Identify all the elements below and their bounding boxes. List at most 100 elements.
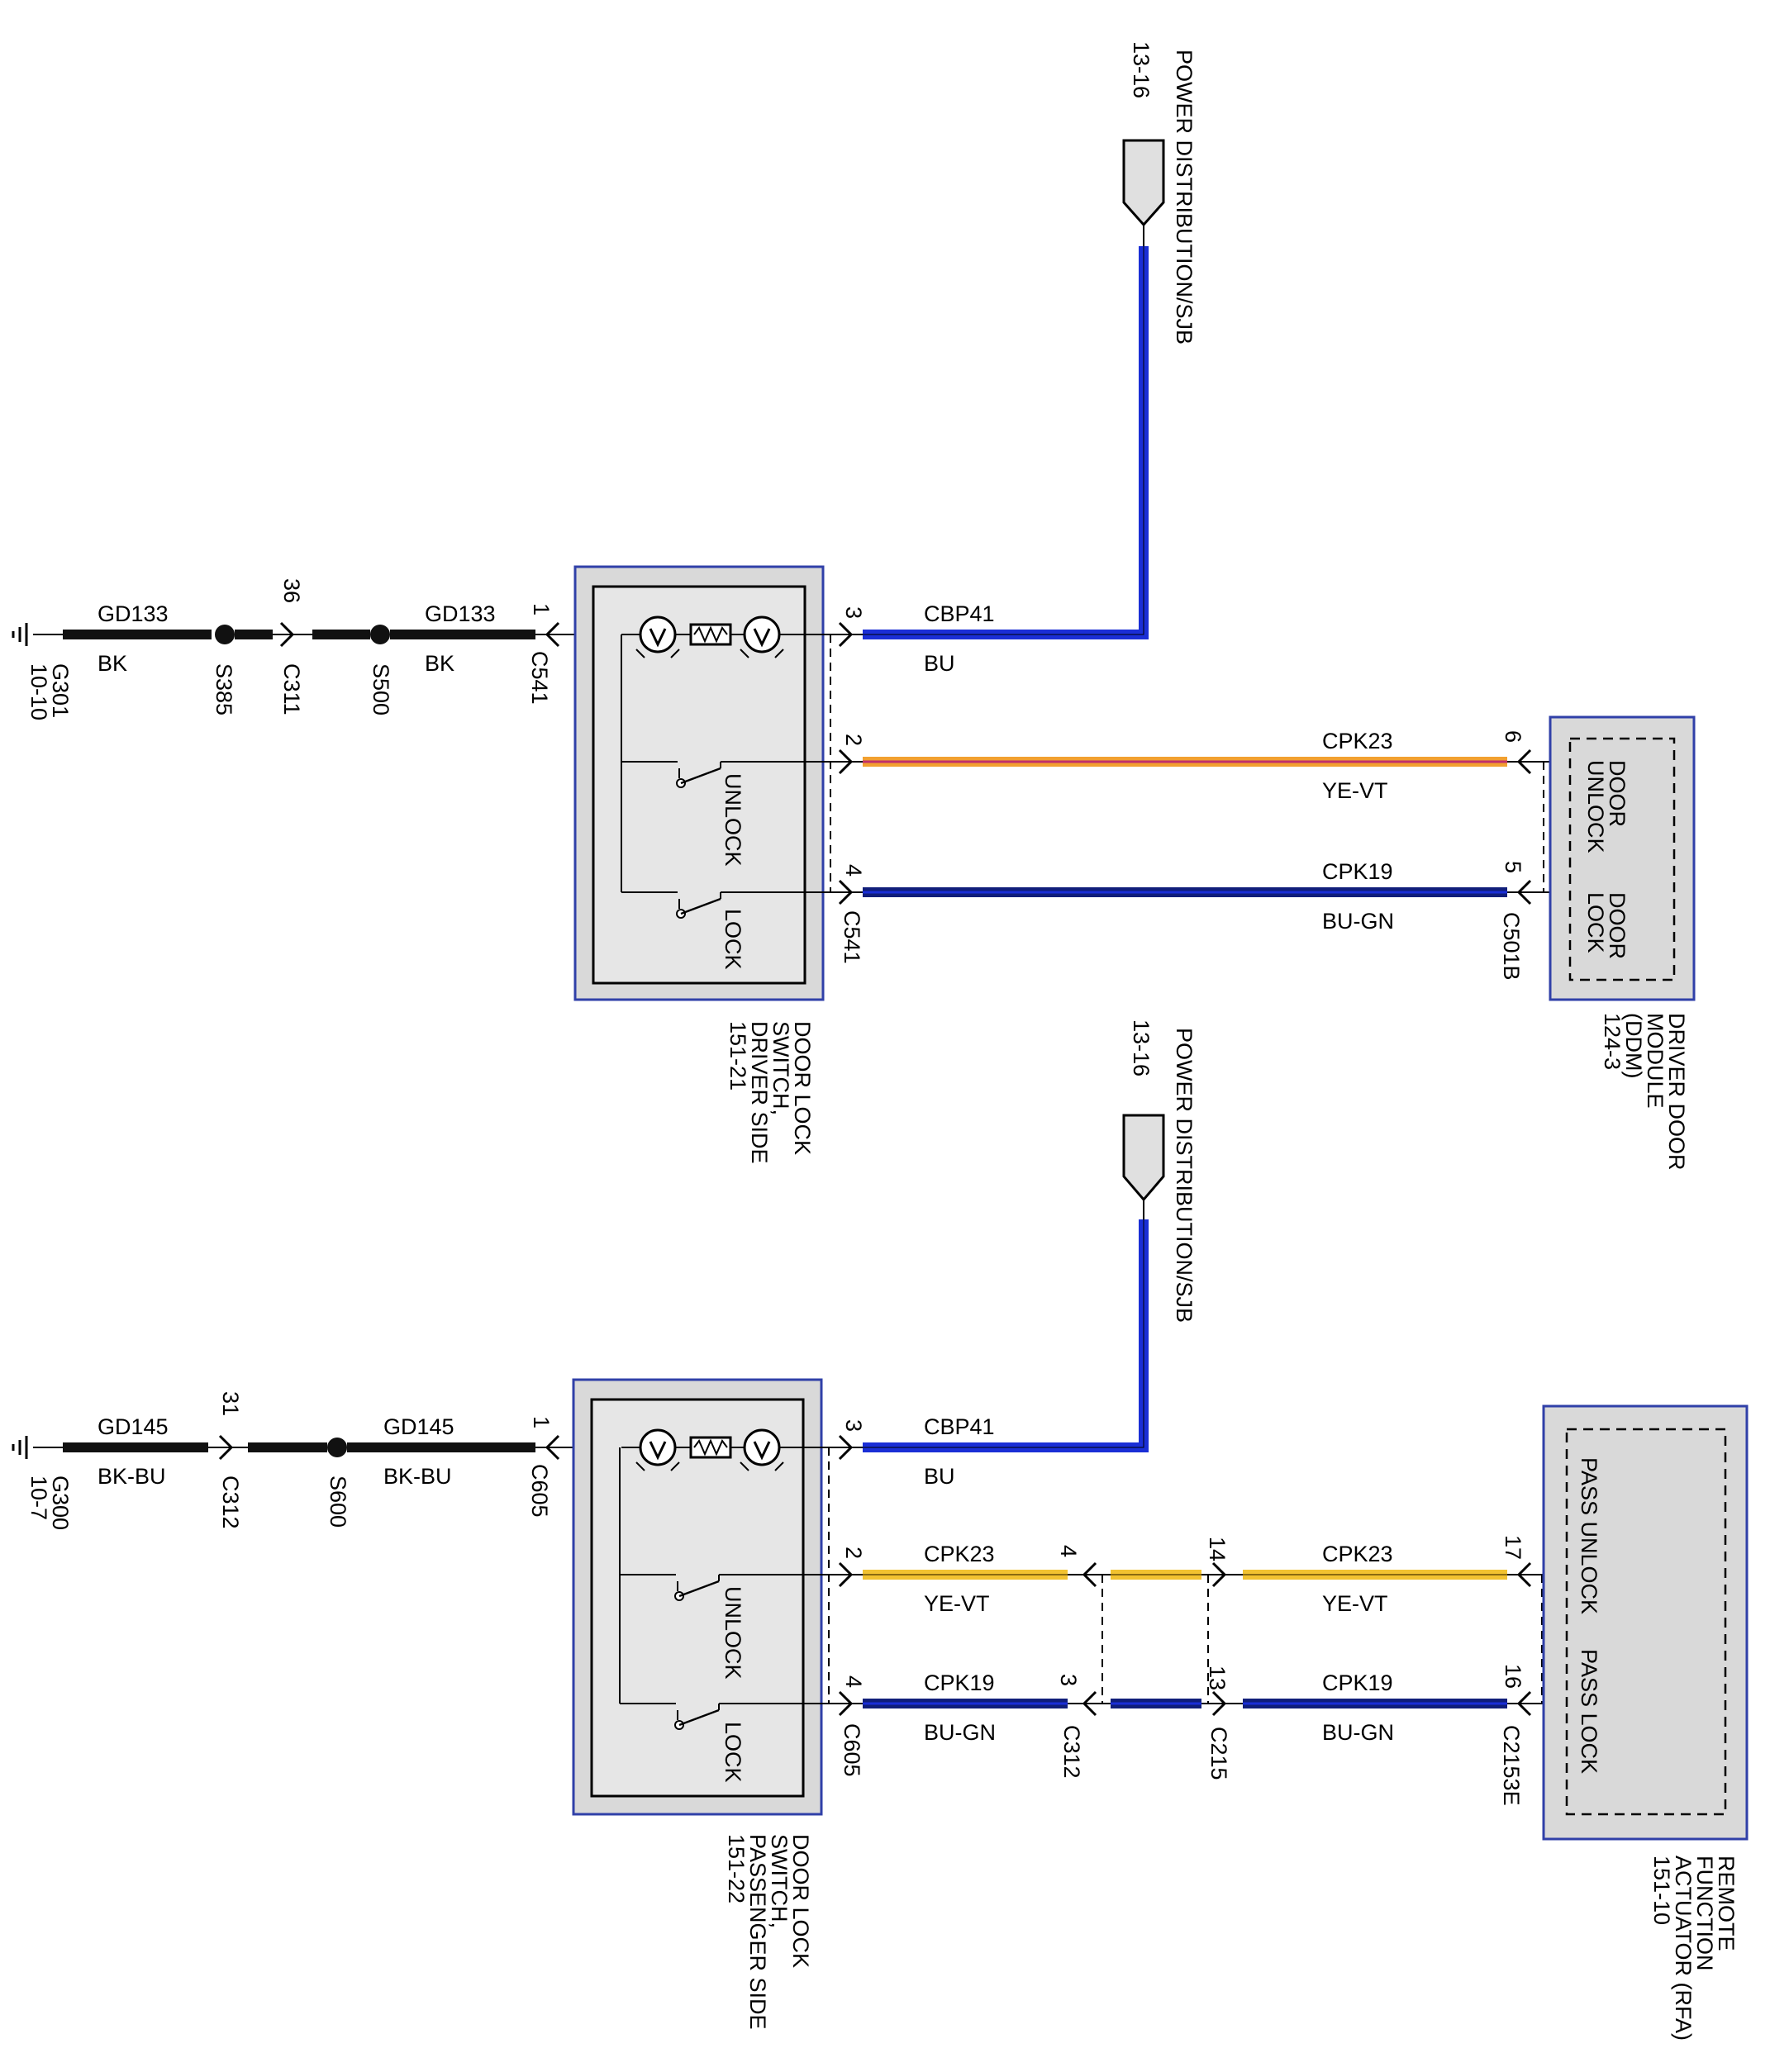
top-splice-2-label: S500: [369, 663, 393, 715]
top-power-wire: [863, 246, 1149, 639]
top-splice-1-label: S385: [212, 663, 236, 715]
top-module-pin-unlock: 6: [1501, 730, 1525, 743]
bottom-module-label-3: ACTUATOR (RFA): [1671, 1856, 1696, 2041]
top-inline-connector: C311 36: [273, 578, 312, 715]
bottom-inline-connector: C312 31: [208, 1391, 248, 1529]
top-splice-2: [370, 625, 390, 644]
bottom-lock-wire-2-circuit: CPK19: [1322, 1670, 1393, 1695]
bottom-remote-function-actuator: PASS UNLOCK PASS LOCK: [1542, 1404, 1749, 1841]
bottom-module-label-4: 151-10: [1649, 1856, 1674, 1925]
bottom-power-wire-color: BU: [924, 1464, 955, 1489]
top-door-lock-switch: UNLOCK LOCK: [573, 565, 840, 1001]
bottom-connector-c215: 14 13 C215: [1201, 1537, 1243, 1780]
bottom-switch-label-2: SWITCH,: [767, 1834, 792, 1928]
top-switch-pin-ground: 1: [529, 603, 554, 615]
top-power-wire-circuit: CBP41: [924, 601, 995, 626]
top-module-unlock-2: UNLOCK: [1583, 760, 1608, 853]
bottom-module-label-2: FUNCTION: [1692, 1856, 1717, 1970]
top-module-label-2: MODULE: [1643, 1013, 1668, 1109]
bottom-splice: [327, 1438, 347, 1457]
bottom-inline-connector-id: C312: [218, 1476, 243, 1529]
top-switch-connector-left: C541: [527, 651, 552, 705]
bottom-switch-pin-lock: 4: [841, 1675, 866, 1688]
bottom-inline-connector-pin: 31: [218, 1391, 243, 1416]
bottom-splice-label: S600: [326, 1476, 350, 1528]
top-module-lock-2: LOCK: [1583, 892, 1608, 953]
bottom-module-label-1: REMOTE: [1714, 1856, 1739, 1951]
bottom-gnd-wire-2-color: BK-BU: [383, 1464, 452, 1489]
top-switch-label-3: DRIVER SIDE: [747, 1021, 772, 1164]
bottom-gnd-wire-1-circuit: GD145: [98, 1414, 169, 1439]
top-driver-door-module: DOOR UNLOCK DOOR LOCK: [1549, 715, 1696, 1001]
top-unlock-wire-color: YE-VT: [1322, 778, 1388, 803]
top-unlock-wire-circuit: CPK23: [1322, 729, 1393, 753]
bottom-c215-id: C215: [1206, 1727, 1231, 1780]
bottom-circuit: POWER DISTRIBUTION/SJB 13-16 CBP41 BU G3…: [12, 1019, 1749, 2041]
top-splice-1: [215, 625, 235, 644]
top-ground: G301 10-10: [12, 621, 73, 720]
top-module-label-4: 124-3: [1600, 1013, 1625, 1070]
bottom-module-connector: C2153E: [1499, 1725, 1524, 1806]
bottom-unlock-wire-1-circuit: CPK23: [924, 1542, 995, 1566]
top-switch-unlock: UNLOCK: [721, 773, 745, 867]
top-power-source: POWER DISTRIBUTION/SJB 13-16: [1122, 41, 1197, 345]
top-module-pin-lock: 5: [1501, 861, 1525, 873]
top-module-label-3: (DDM): [1621, 1013, 1646, 1078]
bottom-switch-unlock: UNLOCK: [721, 1586, 745, 1680]
bottom-c312-id: C312: [1059, 1725, 1084, 1779]
top-ground-ref: 10-10: [26, 663, 51, 720]
top-switch-pin-unlock: 2: [841, 734, 866, 746]
top-module-label-1: DRIVER DOOR: [1664, 1013, 1689, 1171]
bottom-lock-wire-2-color: BU-GN: [1322, 1720, 1394, 1745]
bottom-module-unlock: PASS UNLOCK: [1577, 1457, 1601, 1614]
bottom-power-wire: [863, 1219, 1149, 1452]
top-module-connector: C501B: [1499, 912, 1524, 981]
bottom-door-lock-switch: UNLOCK LOCK: [572, 1378, 840, 1816]
top-switch-label-4: 151-21: [726, 1021, 750, 1091]
top-gnd-wire-1-color: BK: [98, 651, 127, 676]
bottom-gnd-wire-1-color: BK-BU: [98, 1464, 166, 1489]
bottom-power-source-title: POWER DISTRIBUTION/SJB: [1172, 1028, 1197, 1323]
top-switch-label-2: SWITCH,: [768, 1021, 793, 1115]
top-lock-wire-circuit: CPK19: [1322, 859, 1393, 884]
top-gnd-wire-1-circuit: GD133: [98, 601, 169, 626]
bottom-ground: G300 10-7: [12, 1434, 73, 1530]
bottom-module-pin-unlock: 17: [1501, 1535, 1525, 1560]
top-switch-pin-lock: 4: [841, 864, 866, 877]
bottom-gnd-wire-2-circuit: GD145: [383, 1414, 454, 1439]
top-gnd-wire-2-color: BK: [425, 651, 454, 676]
top-lock-wire-color: BU-GN: [1322, 909, 1394, 934]
top-switch-connector-right: C541: [840, 910, 864, 964]
bottom-unlock-wire-2-color: YE-VT: [1322, 1591, 1388, 1616]
top-power-source-ref: 13-16: [1129, 41, 1154, 98]
top-ground-id: G301: [48, 663, 73, 718]
bottom-c312-pin-unlock: 4: [1056, 1545, 1081, 1557]
top-power-source-title: POWER DISTRIBUTION/SJB: [1172, 50, 1197, 345]
top-circuit: POWER DISTRIBUTION/SJB 13-16 CBP41 BU G3…: [12, 41, 1696, 1171]
bottom-ground-ref: 10-7: [26, 1476, 51, 1520]
bottom-c215-pin-lock: 13: [1205, 1666, 1230, 1690]
bottom-c215-pin-unlock: 14: [1205, 1537, 1230, 1561]
bottom-switch-lock: LOCK: [721, 1722, 745, 1783]
top-inline-connector-pin: 36: [279, 578, 304, 603]
top-switch-lock: LOCK: [721, 909, 745, 970]
bottom-ground-id: G300: [48, 1476, 73, 1530]
top-module-lock-1: DOOR: [1605, 892, 1630, 959]
bottom-switch-pin-unlock: 2: [841, 1547, 866, 1559]
bottom-module-pin-lock: 16: [1501, 1664, 1525, 1689]
bottom-power-wire-circuit: CBP41: [924, 1414, 995, 1439]
bottom-c312-pin-lock: 3: [1056, 1674, 1081, 1686]
bottom-power-source: POWER DISTRIBUTION/SJB 13-16: [1122, 1019, 1197, 1323]
top-inline-connector-id: C311: [279, 663, 304, 715]
bottom-lock-wire-1-color: BU-GN: [924, 1720, 996, 1745]
bottom-unlock-wire-1-color: YE-VT: [924, 1591, 990, 1616]
bottom-switch-connector-right: C605: [840, 1723, 864, 1777]
bottom-switch-pin-power: 3: [841, 1419, 866, 1432]
top-power-wire-color: BU: [924, 651, 955, 676]
bottom-switch-connector-left: C605: [527, 1464, 552, 1518]
bottom-switch-label-4: 151-22: [724, 1834, 749, 1903]
top-switch-label-1: DOOR LOCK: [790, 1021, 815, 1155]
top-module-unlock-1: DOOR: [1605, 760, 1630, 827]
bottom-unlock-wire-2-circuit: CPK23: [1322, 1542, 1393, 1566]
